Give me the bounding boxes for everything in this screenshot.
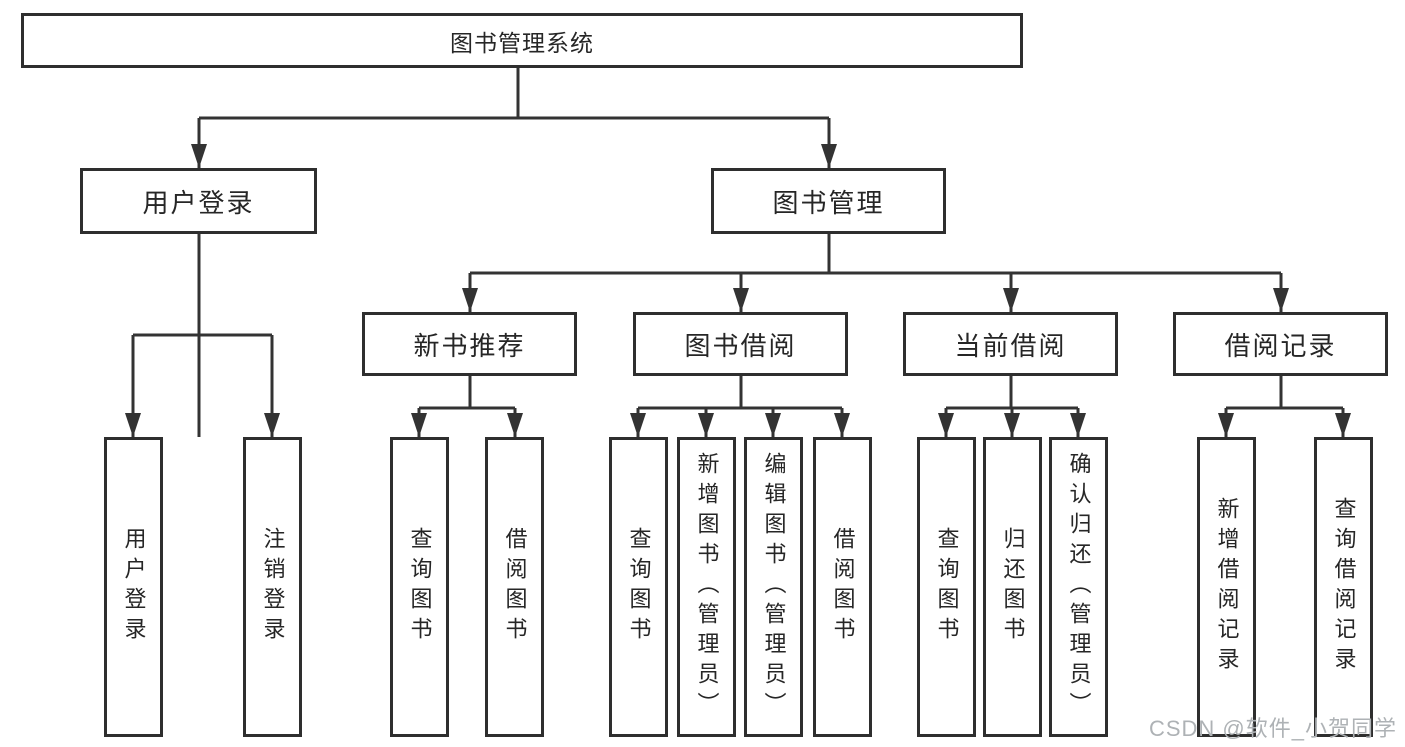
leaf-query-books-borrow-label: 查询图书 (626, 527, 652, 647)
arrowhead-icon (462, 288, 478, 312)
node-new-book-recommend-label: 新书推荐 (413, 330, 526, 361)
connector-new-book-recommend-group (411, 376, 523, 437)
leaf-add-book-admin-label: 新增图书（管理员） (694, 452, 720, 722)
arrowhead-icon (765, 413, 781, 437)
leaf-edit-book-admin: 编辑图书（管理员） (744, 437, 803, 737)
connector-user-login-group (125, 234, 280, 437)
leaf-borrow-books-label: 借阅图书 (830, 527, 856, 647)
leaf-return-book: 归还图书 (983, 437, 1042, 737)
leaf-borrow-books-recommend-label: 借阅图书 (502, 527, 528, 647)
leaf-confirm-return-admin-label: 确认归还（管理员） (1066, 452, 1092, 722)
connector-borrow-records-group (1218, 376, 1351, 437)
arrowhead-icon (834, 413, 850, 437)
arrowhead-icon (733, 288, 749, 312)
leaf-confirm-return-admin: 确认归还（管理员） (1049, 437, 1108, 737)
leaf-add-borrow-record-label: 新增借阅记录 (1214, 497, 1240, 677)
node-user-login-label: 用户登录 (142, 187, 255, 218)
arrowhead-icon (1070, 413, 1086, 437)
connector-root-to-level2 (191, 68, 837, 437)
leaf-add-book-admin: 新增图书（管理员） (677, 437, 736, 737)
leaf-query-borrow-record: 查询借阅记录 (1314, 437, 1373, 737)
leaf-edit-book-admin-label: 编辑图书（管理员） (761, 452, 787, 722)
arrowhead-icon (821, 144, 837, 168)
arrowhead-icon (125, 413, 141, 437)
arrowhead-icon (630, 413, 646, 437)
leaf-query-books-recommend-label: 查询图书 (407, 527, 433, 647)
arrowhead-icon (1003, 288, 1019, 312)
arrowhead-icon (411, 413, 427, 437)
leaf-add-borrow-record: 新增借阅记录 (1197, 437, 1256, 737)
node-borrow-records-label: 借阅记录 (1224, 330, 1337, 361)
leaf-query-books-borrow: 查询图书 (609, 437, 668, 737)
arrowhead-icon (1218, 413, 1234, 437)
node-book-borrow-label: 图书借阅 (684, 330, 797, 361)
leaf-query-books-recommend: 查询图书 (390, 437, 449, 737)
leaf-query-borrow-record-label: 查询借阅记录 (1331, 497, 1357, 677)
node-borrow-records: 借阅记录 (1173, 312, 1388, 376)
csdn-watermark: CSDN @软件_小贺同学 (1148, 716, 1397, 741)
leaf-user-login: 用户登录 (104, 437, 163, 737)
arrowhead-icon (938, 413, 954, 437)
node-current-borrow: 当前借阅 (903, 312, 1118, 376)
leaf-logout-label: 注销登录 (260, 527, 286, 647)
arrowhead-icon (1335, 413, 1351, 437)
arrowhead-icon (698, 413, 714, 437)
connector-book-management-group (462, 234, 1289, 312)
node-book-borrow: 图书借阅 (633, 312, 848, 376)
arrowhead-icon (507, 413, 523, 437)
node-root: 图书管理系统 (21, 13, 1023, 68)
node-book-management-label: 图书管理 (772, 187, 885, 218)
arrowhead-icon (191, 144, 207, 168)
node-book-management: 图书管理 (711, 168, 946, 234)
node-user-login: 用户登录 (80, 168, 317, 234)
node-root-label: 图书管理系统 (450, 29, 594, 56)
leaf-query-books-current-label: 查询图书 (934, 527, 960, 647)
leaf-borrow-books: 借阅图书 (813, 437, 872, 737)
arrowhead-icon (264, 413, 280, 437)
leaf-user-login-label: 用户登录 (121, 527, 147, 647)
node-new-book-recommend: 新书推荐 (362, 312, 577, 376)
leaf-return-book-label: 归还图书 (1000, 527, 1026, 647)
connector-current-borrow-group (938, 376, 1086, 437)
node-current-borrow-label: 当前借阅 (954, 330, 1067, 361)
leaf-query-books-current: 查询图书 (917, 437, 976, 737)
arrowhead-icon (1273, 288, 1289, 312)
leaf-borrow-books-recommend: 借阅图书 (485, 437, 544, 737)
arrowhead-icon (1004, 413, 1020, 437)
leaf-logout: 注销登录 (243, 437, 302, 737)
connector-book-borrow-group (630, 376, 850, 437)
